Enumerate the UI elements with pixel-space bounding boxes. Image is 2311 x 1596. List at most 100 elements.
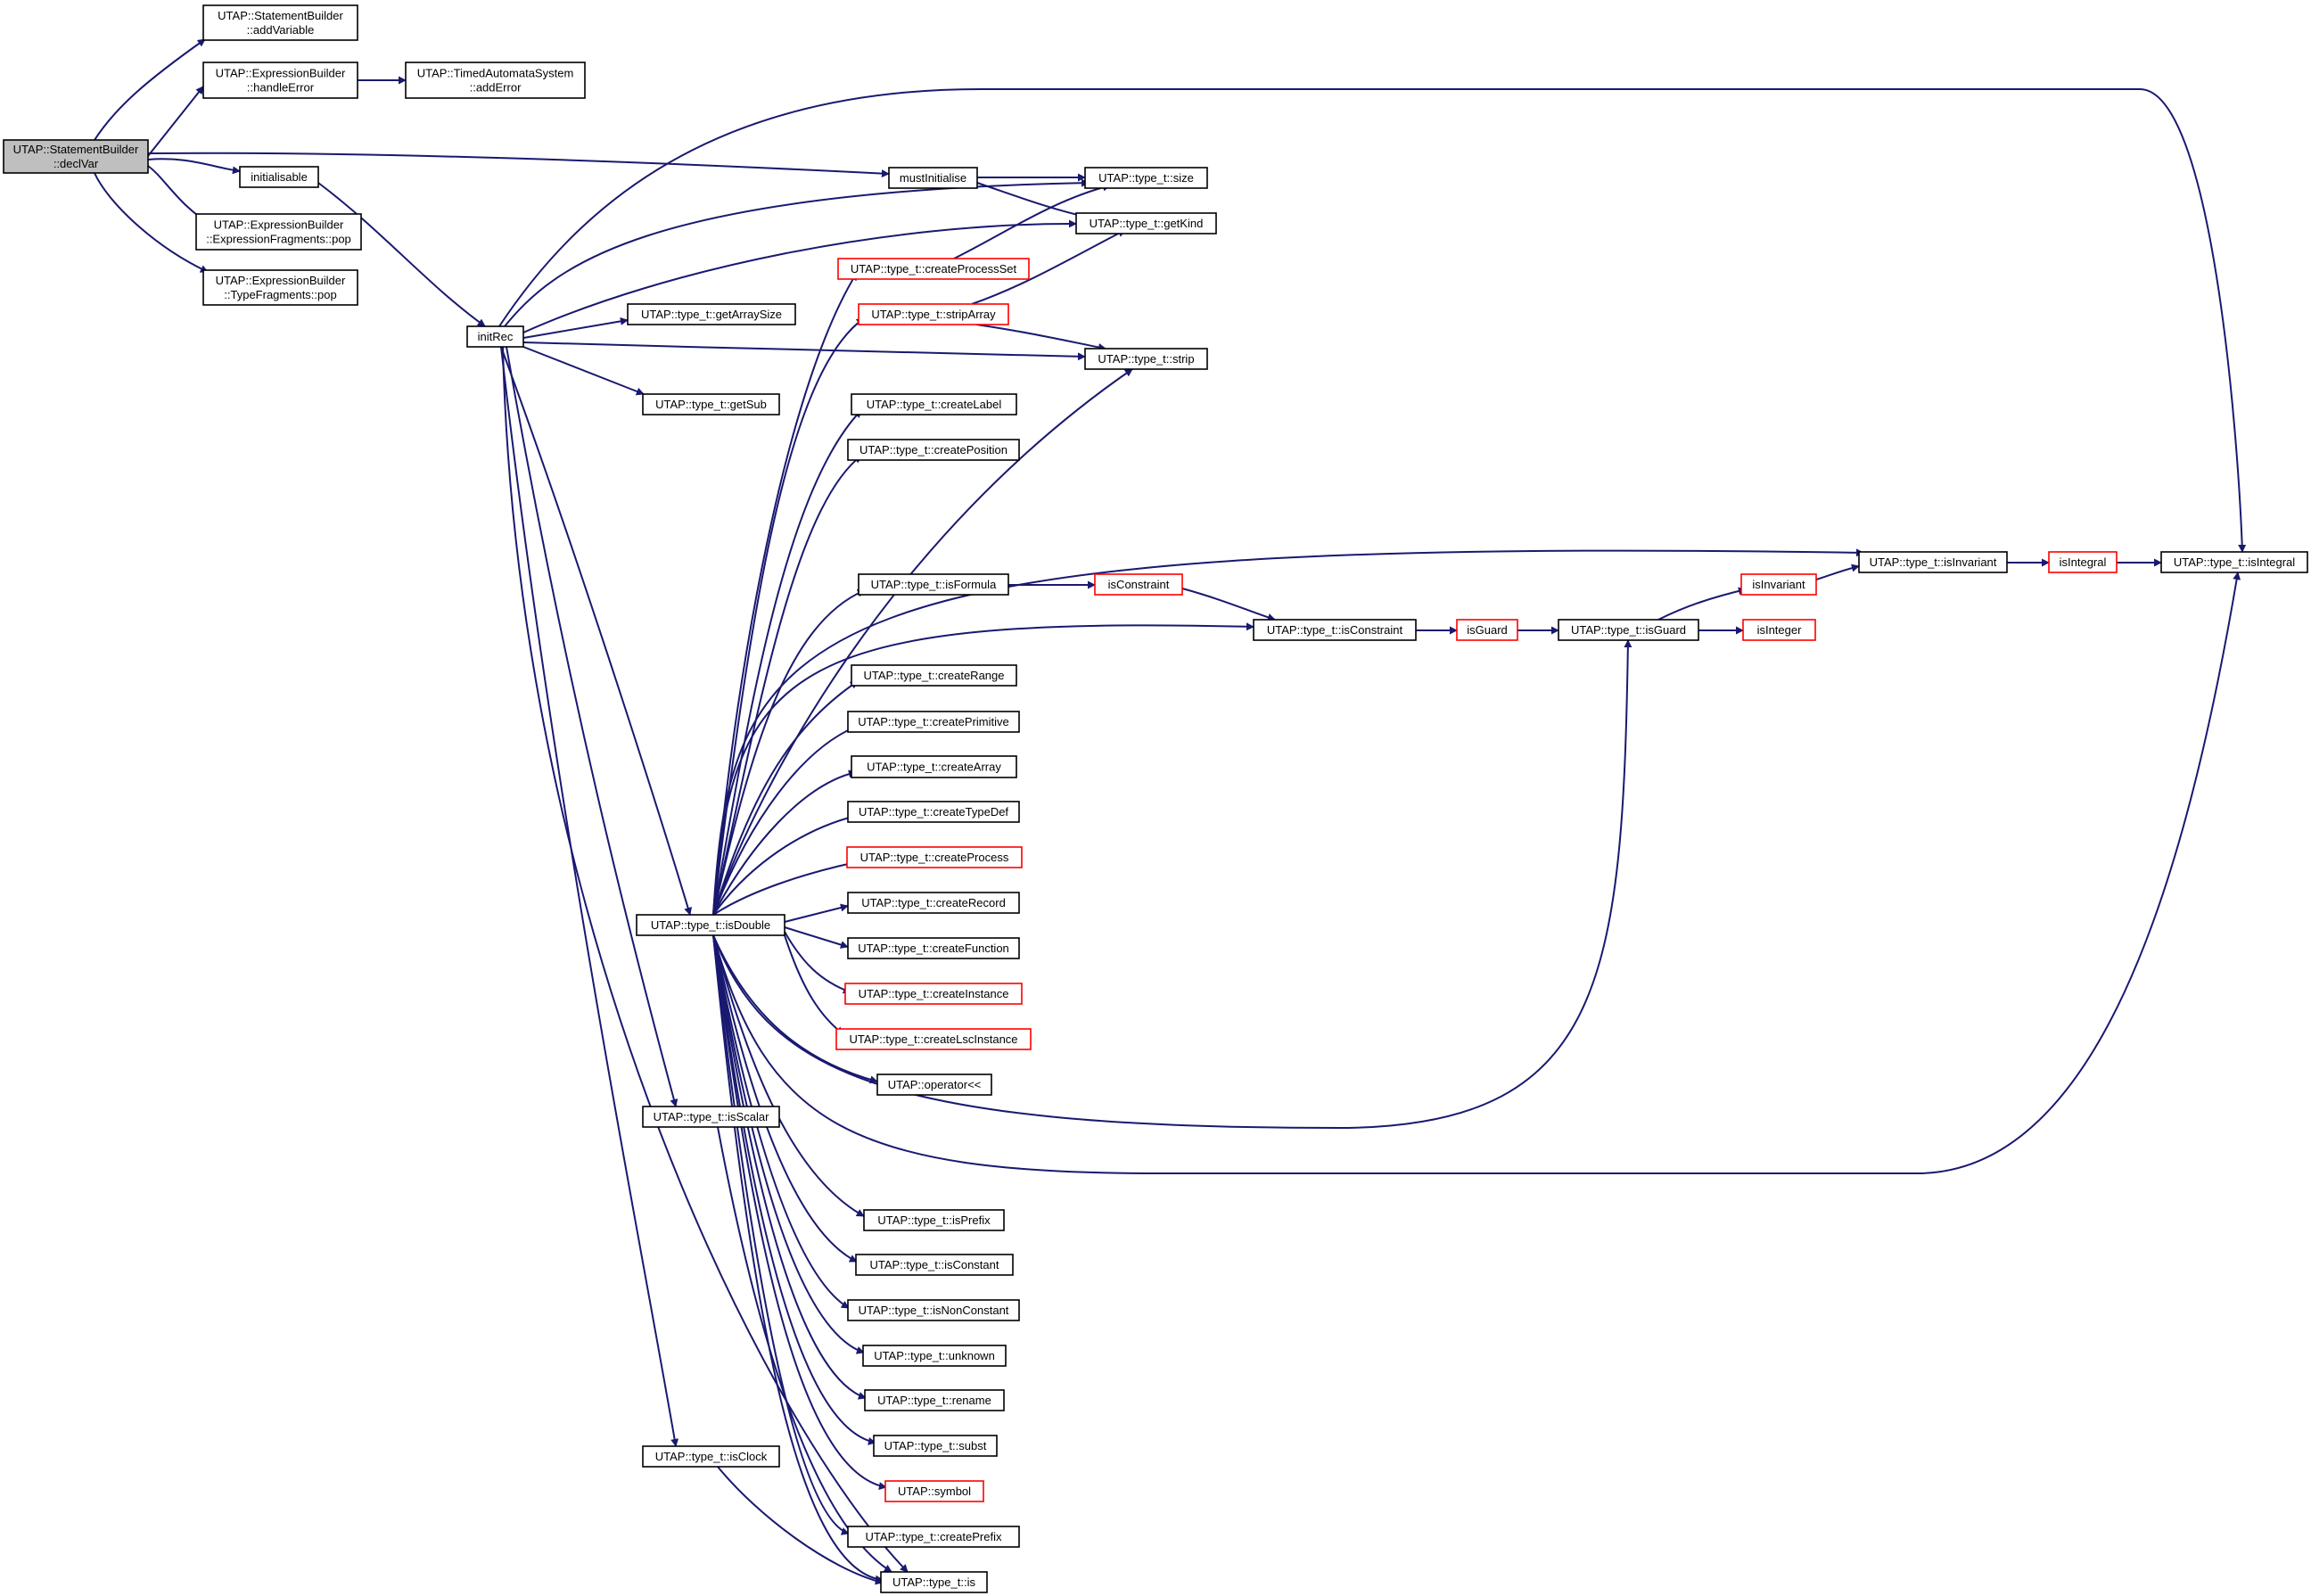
node-label: mustInitialise	[900, 171, 966, 185]
node-label: initialisable	[251, 170, 308, 184]
node-createInstance[interactable]: UTAP::type_t::createInstance	[844, 983, 1023, 1005]
node-box	[855, 1254, 1014, 1276]
node-strip[interactable]: UTAP::type_t::strip	[1084, 348, 1208, 370]
call-edge	[712, 725, 857, 916]
node-label: UTAP::type_t::createPrefix	[866, 1530, 1002, 1543]
node-isScalar[interactable]: UTAP::type_t::isScalar	[642, 1106, 780, 1128]
node-subst[interactable]: UTAP::type_t::subst	[873, 1435, 998, 1457]
node-label: UTAP::type_t::getSub	[655, 398, 767, 411]
node-handleError[interactable]: UTAP::ExpressionBuilder::handleError	[202, 62, 358, 99]
node-isPrefix[interactable]: UTAP::type_t::isPrefix	[863, 1209, 1005, 1231]
node-createRecord[interactable]: UTAP::type_t::createRecord	[847, 892, 1020, 914]
node-createPrefix[interactable]: UTAP::type_t::createPrefix	[847, 1526, 1020, 1548]
node-unknown[interactable]: UTAP::type_t::unknown	[862, 1345, 1007, 1367]
node-label: UTAP::type_t::isDouble	[651, 918, 770, 932]
node-exprFragPop[interactable]: UTAP::ExpressionBuilder::ExpressionFragm…	[195, 213, 362, 251]
call-edge	[506, 346, 678, 1107]
node-box	[202, 269, 358, 306]
node-box	[847, 801, 1020, 823]
call-edge	[522, 317, 629, 339]
node-isGuardF[interactable]: isGuard	[1456, 619, 1518, 641]
node-size[interactable]: UTAP::type_t::size	[1084, 167, 1208, 189]
call-edge	[784, 931, 851, 994]
call-edge	[712, 934, 850, 1535]
node-box	[847, 1299, 1020, 1321]
call-edge	[94, 172, 209, 273]
node-createTypeDef[interactable]: UTAP::type_t::createTypeDef	[847, 801, 1020, 823]
node-rename[interactable]: UTAP::type_t::rename	[864, 1389, 1005, 1411]
node-isNonConstant[interactable]: UTAP::type_t::isNonConstant	[847, 1299, 1020, 1321]
node-label: UTAP::type_t::createInstance	[859, 987, 1009, 1000]
node-initRec[interactable]: initRec	[466, 325, 524, 348]
node-createLabel[interactable]: UTAP::type_t::createLabel	[851, 393, 1017, 415]
node-symbol[interactable]: UTAP::symbol	[884, 1480, 984, 1502]
call-edge	[712, 639, 1633, 1130]
call-edge	[712, 934, 884, 1584]
call-edge	[94, 38, 206, 141]
node-layer: UTAP::StatementBuilder::declVar UTAP::Sta…	[3, 4, 2308, 1593]
node-box	[847, 892, 1020, 914]
node-stripArray[interactable]: UTAP::type_t::stripArray	[858, 303, 1009, 325]
node-createArray[interactable]: UTAP::type_t::createArray	[851, 755, 1017, 778]
node-operatorLL[interactable]: UTAP::operator<<	[876, 1074, 992, 1096]
node-box	[1740, 573, 1817, 596]
node-label: UTAP::type_t::isInvariant	[1870, 555, 1997, 569]
node-label: UTAP::type_t::is	[892, 1575, 975, 1589]
node-label: UTAP::type_t::createPosition	[859, 443, 1007, 457]
node-isIntegralF[interactable]: isIntegral	[2048, 551, 2118, 573]
node-label: UTAP::type_t::size	[1098, 171, 1194, 185]
node-mustInitialise[interactable]: mustInitialise	[888, 167, 978, 189]
node-label: UTAP::type_t::isFormula	[871, 578, 997, 591]
call-edge	[502, 346, 909, 1573]
node-addError[interactable]: UTAP::TimedAutomataSystem::addError	[405, 62, 586, 99]
node-createProcess[interactable]: UTAP::type_t::createProcess	[846, 846, 1023, 868]
call-edge	[712, 934, 867, 1400]
node-createProcessSet[interactable]: UTAP::type_t::createProcessSet	[837, 258, 1030, 280]
node-box	[847, 1526, 1020, 1548]
call-edge	[147, 158, 241, 175]
node-box	[202, 62, 358, 99]
node-label: isInvariant	[1752, 578, 1805, 591]
node-typeFragPop[interactable]: UTAP::ExpressionBuilder::TypeFragments::…	[202, 269, 358, 306]
node-isConstant[interactable]: UTAP::type_t::isConstant	[855, 1254, 1014, 1276]
node-box	[405, 62, 586, 99]
node-box	[2160, 551, 2308, 573]
node-isIntegralT[interactable]: UTAP::type_t::isIntegral	[2160, 551, 2308, 573]
node-createRange[interactable]: UTAP::type_t::createRange	[851, 664, 1017, 687]
node-is[interactable]: UTAP::type_t::is	[880, 1571, 988, 1593]
call-edge	[522, 219, 1077, 333]
node-box	[1558, 619, 1699, 641]
node-isConstraintT[interactable]: UTAP::type_t::isConstraint	[1253, 619, 1417, 641]
node-getSub[interactable]: UTAP::type_t::getSub	[642, 393, 780, 415]
node-isConstraintF[interactable]: isConstraint	[1094, 573, 1183, 596]
node-initialisable[interactable]: initialisable	[239, 166, 319, 188]
node-label: isInteger	[1757, 623, 1803, 637]
node-box	[844, 983, 1023, 1005]
node-isInvariantF[interactable]: isInvariant	[1740, 573, 1817, 596]
node-getArraySize[interactable]: UTAP::type_t::getArraySize	[627, 303, 796, 325]
node-label: UTAP::StatementBuilder::addVariable	[218, 9, 343, 37]
node-getKind[interactable]: UTAP::type_t::getKind	[1075, 212, 1217, 234]
call-edge	[971, 229, 1126, 305]
node-createPosition[interactable]: UTAP::type_t::createPosition	[847, 439, 1020, 461]
node-box	[837, 258, 1030, 280]
node-box	[195, 213, 362, 251]
node-createLscInstance[interactable]: UTAP::type_t::createLscInstance	[835, 1028, 1032, 1050]
node-addVariable[interactable]: UTAP::StatementBuilder::addVariable	[202, 4, 358, 41]
node-label: UTAP::type_t::isPrefix	[877, 1213, 991, 1227]
node-createPrimitive[interactable]: UTAP::type_t::createPrimitive	[847, 711, 1020, 733]
node-isInvariantT[interactable]: UTAP::type_t::isInvariant	[1858, 551, 2008, 573]
call-edge	[712, 934, 865, 1354]
node-isInteger[interactable]: isInteger	[1742, 619, 1816, 641]
node-createFunction[interactable]: UTAP::type_t::createFunction	[847, 937, 1020, 959]
node-label: UTAP::ExpressionBuilder::TypeFragments::…	[216, 274, 346, 301]
node-label: UTAP::type_t::isNonConstant	[859, 1304, 1009, 1317]
node-declVar[interactable]: UTAP::StatementBuilder::declVar	[3, 139, 149, 174]
node-label: UTAP::TimedAutomataSystem::addError	[417, 67, 574, 95]
call-edge	[1657, 587, 1747, 621]
node-label: isGuard	[1467, 623, 1508, 637]
node-isClock[interactable]: UTAP::type_t::isClock	[642, 1445, 780, 1468]
node-isFormula[interactable]: UTAP::type_t::isFormula	[858, 573, 1009, 596]
node-isGuardT[interactable]: UTAP::type_t::isGuard	[1558, 619, 1699, 641]
node-isDouble[interactable]: UTAP::type_t::isDouble	[636, 914, 785, 936]
